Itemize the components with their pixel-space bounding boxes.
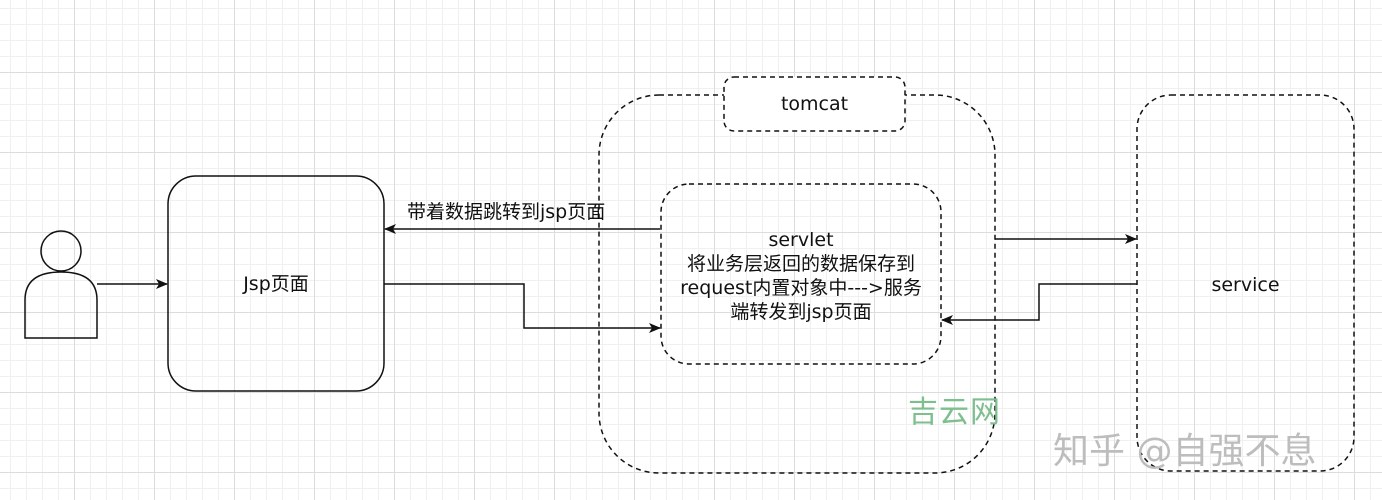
servlet-label-line-1: servlet <box>768 229 834 251</box>
arrow-jsp-to-servlet <box>384 283 661 333</box>
servlet-box <box>660 183 942 365</box>
tomcat-label-box <box>723 76 906 132</box>
servlet-label-line-2: 将业务层返回的数据保存到 <box>686 253 915 275</box>
zhihu-watermark: 知乎 @自强不息 <box>1053 431 1317 472</box>
arrow-service-to-servlet <box>941 283 1137 325</box>
service-box <box>1136 94 1355 472</box>
servlet-label: servlet 将业务层返回的数据保存到 request内置对象中--->服务 … <box>662 228 940 324</box>
servlet-label-line-4: 端转发到jsp页面 <box>730 301 872 323</box>
edge-label-servlet-to-jsp: 带着数据跳转到jsp页面 <box>407 201 606 223</box>
user-actor-icon <box>24 230 98 339</box>
service-label: service <box>1211 274 1280 296</box>
servlet-label-line-3: request内置对象中--->服务 <box>680 277 922 299</box>
tomcat-label: tomcat <box>780 93 849 115</box>
jsp-page-label: Jsp页面 <box>243 273 309 295</box>
jiyun-watermark: 吉云网 <box>908 395 1001 430</box>
